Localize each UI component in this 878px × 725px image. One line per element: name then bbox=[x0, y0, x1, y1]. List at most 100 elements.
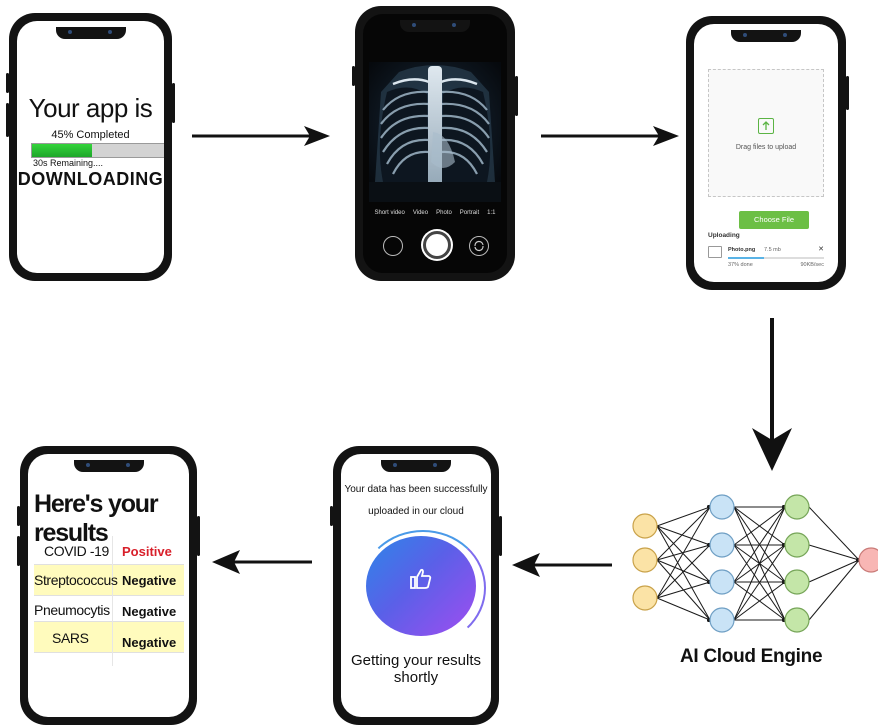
phone-download-screen: Your app is 45% Completed 30s Remaining.… bbox=[17, 21, 164, 273]
confirm-badge bbox=[366, 536, 476, 636]
test-result: Negative bbox=[122, 604, 177, 619]
test-result: Negative bbox=[122, 635, 177, 650]
mode-photo[interactable]: Photo bbox=[436, 210, 452, 216]
table-divider bbox=[34, 564, 184, 565]
cancel-upload-button[interactable]: ✕ bbox=[818, 246, 824, 253]
neural-network-diagram bbox=[632, 494, 878, 633]
network-connection bbox=[733, 544, 786, 621]
mode-video[interactable]: Video bbox=[412, 210, 429, 216]
network-connection bbox=[808, 559, 860, 621]
phone-download: Your app is 45% Completed 30s Remaining.… bbox=[6, 13, 175, 281]
network-connection bbox=[656, 525, 711, 583]
network-connection bbox=[656, 525, 711, 621]
uploading-label: Uploading bbox=[708, 232, 740, 239]
table-row: Pneumocytis Negative bbox=[34, 602, 184, 628]
ai-engine-label: AI Cloud Engine bbox=[680, 646, 823, 667]
upload-progress-fill bbox=[728, 257, 764, 259]
arrow-left-1 bbox=[512, 553, 612, 577]
network-connection bbox=[656, 581, 711, 599]
drag-text: Drag files to upload bbox=[735, 144, 797, 151]
arrow-right-1 bbox=[192, 126, 330, 146]
flip-camera-icon bbox=[474, 240, 484, 252]
network-connection bbox=[656, 506, 711, 561]
upload-screen: Drag files to upload Choose File Uploadi… bbox=[694, 24, 838, 282]
mode-portrait[interactable]: Portrait bbox=[459, 210, 480, 216]
image-file-icon bbox=[708, 246, 722, 258]
network-connection bbox=[733, 581, 786, 621]
gallery-button[interactable] bbox=[383, 236, 403, 256]
choose-file-button[interactable]: Choose File bbox=[739, 211, 809, 229]
table-divider bbox=[34, 621, 184, 622]
test-result: Negative bbox=[122, 573, 177, 588]
notch bbox=[400, 20, 470, 32]
mode-short-video[interactable]: Short video bbox=[374, 210, 405, 216]
mode-square[interactable]: 1:1 bbox=[487, 210, 496, 216]
input-node bbox=[632, 585, 658, 611]
hidden-node bbox=[709, 532, 735, 558]
table-divider bbox=[34, 595, 184, 596]
test-result-positive: Positive bbox=[122, 544, 172, 559]
phone-results: Here's your results COVID -19 Positive S… bbox=[17, 446, 200, 725]
hidden-node bbox=[709, 494, 735, 520]
test-name: SARS bbox=[52, 630, 89, 646]
phone-upload: Drag files to upload Choose File Uploadi… bbox=[686, 16, 849, 290]
input-node bbox=[632, 547, 658, 573]
table-row: COVID -19 Positive bbox=[34, 543, 184, 569]
network-connection bbox=[733, 506, 786, 546]
notch bbox=[73, 460, 144, 472]
shutter-button[interactable] bbox=[423, 231, 451, 259]
confirm-footer: Getting your results shortly bbox=[350, 652, 482, 686]
hidden-node bbox=[709, 607, 735, 633]
network-connection bbox=[808, 544, 860, 561]
flip-camera-button[interactable] bbox=[469, 236, 489, 256]
confirm-ring bbox=[360, 530, 486, 646]
download-remaining: 30s Remaining.... bbox=[33, 158, 104, 168]
camera-mode-bar: Short video Video Photo Portrait 1:1 bbox=[363, 210, 507, 216]
output-node bbox=[858, 547, 878, 573]
test-name: COVID -19 bbox=[44, 543, 109, 559]
network-connection bbox=[656, 525, 711, 546]
hidden-node bbox=[709, 569, 735, 595]
notch bbox=[55, 27, 126, 39]
download-status: DOWNLOADING bbox=[17, 169, 164, 189]
row-highlight bbox=[34, 622, 184, 652]
results-title: Here's your results bbox=[34, 490, 159, 547]
arrow-down bbox=[752, 318, 792, 471]
confirm-screen: Your data has been successfully uploaded… bbox=[341, 454, 491, 717]
xray-image bbox=[369, 62, 501, 202]
row-highlight bbox=[34, 565, 184, 595]
table-row: Streptococcus Negative bbox=[34, 572, 184, 598]
upload-icon bbox=[758, 118, 774, 134]
network-connection bbox=[656, 597, 711, 621]
network-connection bbox=[808, 559, 860, 583]
download-title: Your app is bbox=[28, 93, 153, 123]
network-connection bbox=[808, 506, 860, 561]
table-row: SARS Negative bbox=[34, 630, 184, 656]
network-connection bbox=[733, 506, 786, 621]
arrow-right-2 bbox=[541, 126, 679, 146]
network-connection bbox=[656, 506, 711, 527]
camera-screen: Short video Video Photo Portrait 1:1 bbox=[363, 14, 507, 273]
network-connection bbox=[656, 544, 711, 599]
test-name: Streptococcus bbox=[34, 572, 118, 588]
upload-progress-bar bbox=[728, 257, 824, 259]
file-size: 7.5 mb bbox=[764, 247, 781, 253]
hidden-node bbox=[784, 494, 810, 520]
phone-camera: Short video Video Photo Portrait 1:1 bbox=[352, 6, 518, 281]
download-progress-bar bbox=[31, 143, 164, 158]
upload-progress-text: 37% done bbox=[728, 262, 753, 268]
notch bbox=[731, 30, 801, 42]
arrow-left-2 bbox=[212, 550, 312, 574]
hidden-node bbox=[784, 532, 810, 558]
notch bbox=[381, 460, 451, 472]
drop-zone[interactable]: Drag files to upload bbox=[708, 69, 824, 197]
hidden-node bbox=[784, 569, 810, 595]
file-name: Photo.png bbox=[728, 247, 756, 253]
table-divider bbox=[34, 652, 184, 653]
network-connection bbox=[733, 506, 786, 583]
test-name: Pneumocytis bbox=[34, 602, 110, 618]
results-screen: Here's your results COVID -19 Positive S… bbox=[28, 454, 189, 717]
network-connection bbox=[656, 506, 711, 599]
download-percent: 45% Completed bbox=[51, 129, 130, 141]
upload-speed: 90KB/sec bbox=[800, 262, 824, 268]
